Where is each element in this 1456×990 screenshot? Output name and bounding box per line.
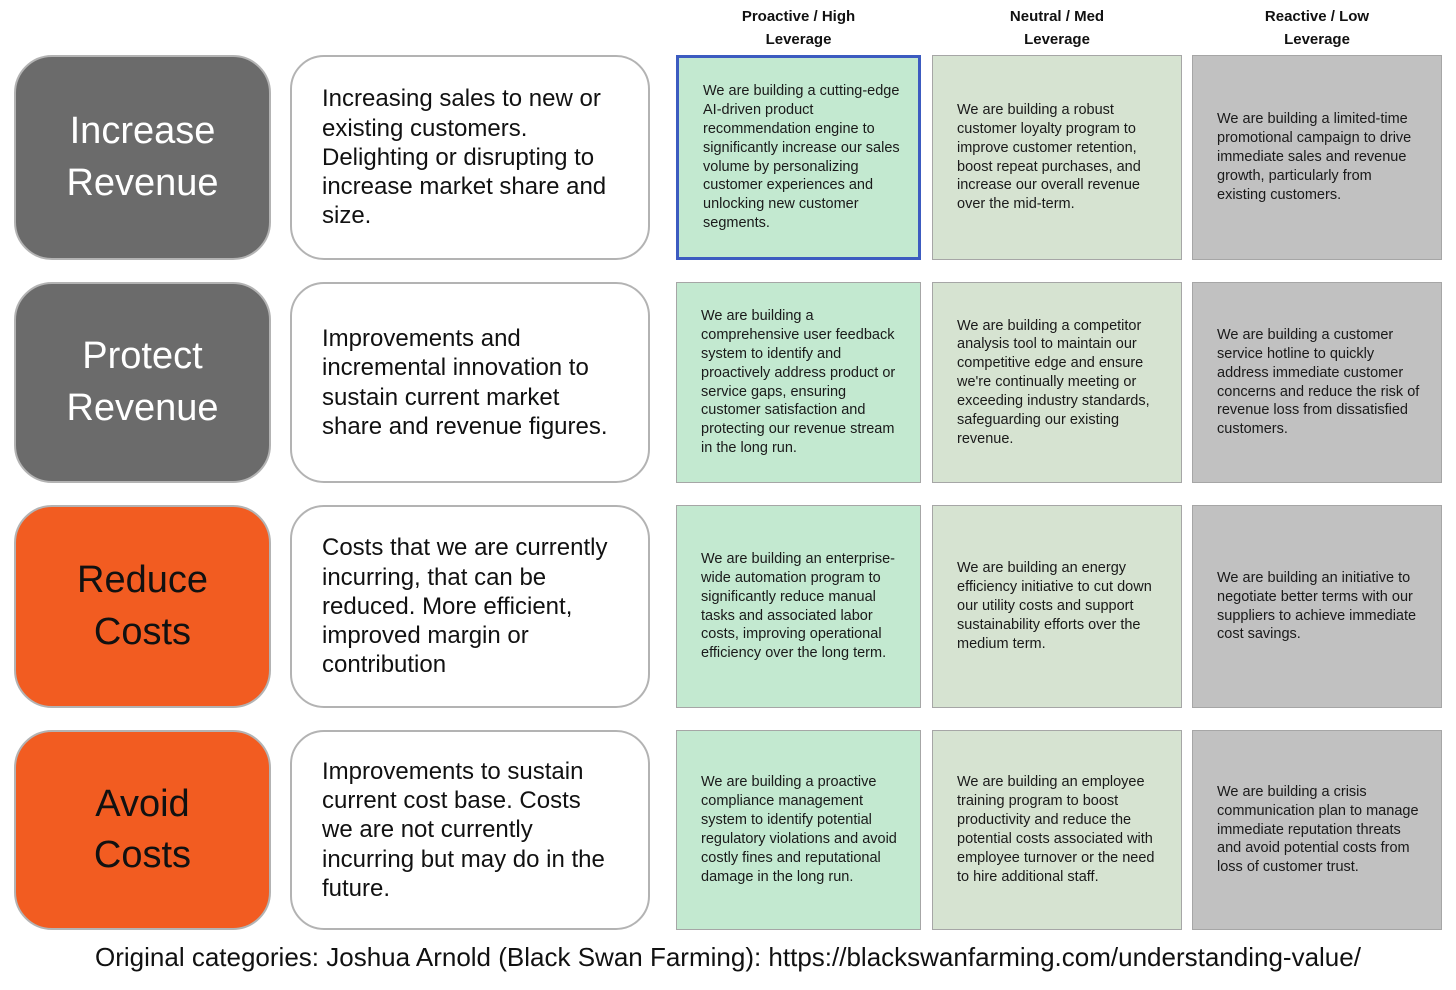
cell-reduce-costs-proactive[interactable]: We are building an enterprise-wide autom… [676,505,921,708]
cell-reduce-costs-neutral[interactable]: We are building an energy efficiency ini… [932,505,1182,708]
cell-reduce-costs-reactive[interactable]: We are building an initiative to negotia… [1192,505,1442,708]
cell-text: We are building a crisis communication p… [1217,783,1419,876]
description-text: Improvements and incremental innovation … [322,324,608,440]
category-reduce-costs: Reduce Costs [14,505,271,708]
cell-text: We are building a comprehensive user fee… [701,308,896,457]
description-text: Costs that we are currently incurring, t… [322,534,608,679]
value-matrix: Proactive / High Leverage Neutral / Med … [14,0,1442,930]
cell-text: We are building a robust customer loyalt… [957,101,1141,213]
cell-protect-revenue-neutral[interactable]: We are building a competitor analysis to… [932,282,1182,483]
cell-text: We are building an employee training pro… [957,774,1155,885]
column-header-reactive-low: Reactive / Low Leverage [1264,8,1370,48]
cell-text: We are building an energy efficiency ini… [957,560,1152,652]
cell-text: We are building a competitor analysis to… [957,317,1150,447]
description-protect-revenue: Improvements and incremental innovation … [290,282,650,483]
cell-protect-revenue-reactive[interactable]: We are building a customer service hotli… [1192,282,1442,483]
cell-protect-revenue-proactive[interactable]: We are building a comprehensive user fee… [676,282,921,483]
cell-increase-revenue-reactive[interactable]: We are building a limited-time promotion… [1192,55,1442,260]
cell-avoid-costs-neutral[interactable]: We are building an employee training pro… [932,730,1182,930]
cell-text: We are building a limited-time promotion… [1217,111,1412,203]
cell-text: We are building a customer service hotli… [1217,326,1420,438]
cell-avoid-costs-reactive[interactable]: We are building a crisis communication p… [1192,730,1442,930]
cell-text: We are building a cutting-edge AI-driven… [703,83,900,232]
cell-text: We are building an initiative to negotia… [1217,569,1417,643]
column-header-proactive-high: Proactive / High Leverage [741,8,856,48]
description-text: Improvements to sustain current cost bas… [322,757,605,902]
attribution-footer: Original categories: Joshua Arnold (Blac… [95,942,1361,972]
description-increase-revenue: Increasing sales to new or existing cust… [290,55,650,260]
column-header-neutral-med: Neutral / Med Leverage [1009,8,1105,48]
cell-increase-revenue-proactive[interactable]: We are building a cutting-edge AI-driven… [676,55,921,260]
cell-avoid-costs-proactive[interactable]: We are building a proactive compliance m… [676,730,921,930]
category-avoid-costs: Avoid Costs [14,730,271,930]
category-increase-revenue: Increase Revenue [14,55,271,260]
cell-increase-revenue-neutral[interactable]: We are building a robust customer loyalt… [932,55,1182,260]
description-text: Increasing sales to new or existing cust… [322,85,607,230]
category-protect-revenue: Protect Revenue [14,282,271,483]
cell-text: We are building an enterprise-wide autom… [701,550,895,662]
description-reduce-costs: Costs that we are currently incurring, t… [290,505,650,708]
description-avoid-costs: Improvements to sustain current cost bas… [290,730,650,930]
cell-text: We are building a proactive compliance m… [701,774,897,885]
